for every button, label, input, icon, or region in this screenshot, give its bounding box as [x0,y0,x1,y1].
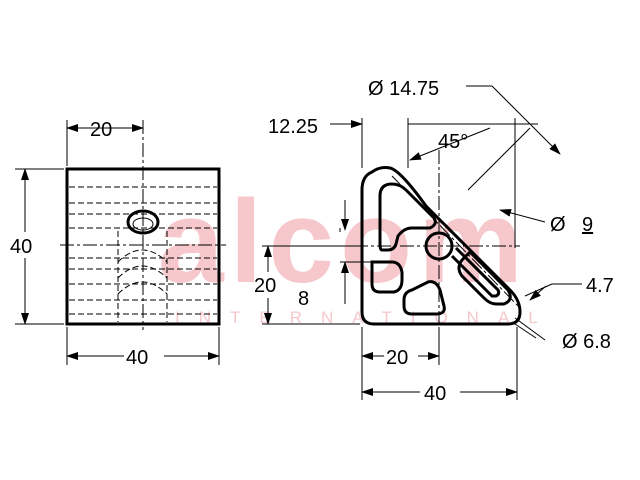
profile-slot-small [450,246,501,298]
dim-profile-dia-6-8: Ø 6.8 [562,331,611,353]
dim-profile-dia-14-75: Ø 14.75 [368,78,439,100]
dim-profile-4-7: 4.7 [586,275,614,297]
dim-side-top-20: 20 [90,119,112,141]
profile-slot-left [370,260,404,294]
profile-slot-upper [378,182,437,252]
dim-profile-bottom-20: 20 [386,347,408,369]
dim-side-bottom-40: 40 [126,347,148,369]
dim-side-left-40: 40 [10,236,32,258]
dim-profile-angle-45: 45° [438,131,468,153]
dim-profile-dia-9-symbol: Ø [550,214,566,236]
side-view-hole [126,209,160,235]
dim-profile-20-vertical: 20 [254,275,276,297]
profile-outline [360,166,522,326]
dim-profile-dia-9-value: 9 [582,214,593,236]
profile-view: Ø 14.75 12.25 45° Ø 9 4.7 20 8 [254,78,614,405]
dim-profile-8: 8 [298,288,309,310]
side-view: 20 40 40 [10,119,226,369]
dim-profile-12-25: 12.25 [268,116,318,138]
dim-profile-bottom-40: 40 [424,383,446,405]
profile-slot-bottom [402,280,446,316]
profile-diagonal-axis [391,175,521,309]
